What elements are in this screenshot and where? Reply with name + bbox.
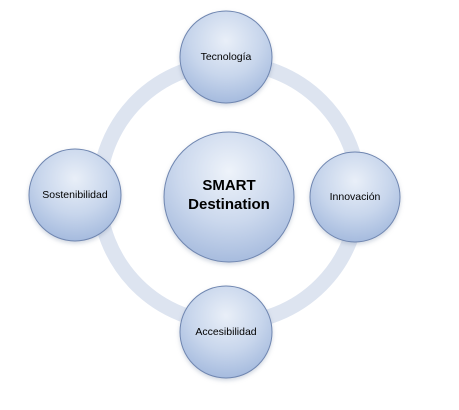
center-title-line2: Destination xyxy=(188,196,270,213)
center-title-line1: SMART xyxy=(202,177,255,194)
center-node xyxy=(163,131,295,263)
node-tecnologia xyxy=(179,10,273,104)
node-sostenibilidad xyxy=(28,148,122,242)
node-accesibilidad-label: Accesibilidad xyxy=(195,326,256,338)
node-sostenibilidad-label: Sostenibilidad xyxy=(42,189,108,201)
node-tecnologia-label: Tecnología xyxy=(201,51,252,63)
node-accesibilidad xyxy=(179,285,273,379)
node-innovacion xyxy=(309,151,401,243)
node-innovacion-label: Innovación xyxy=(330,191,381,203)
